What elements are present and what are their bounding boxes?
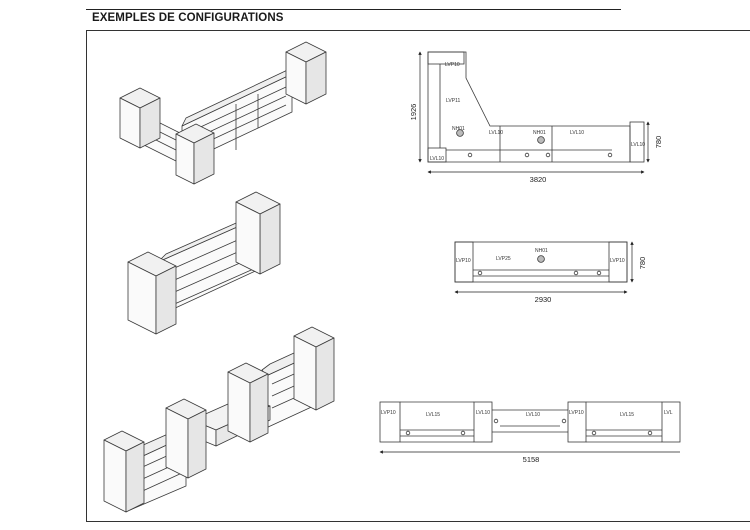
plan1-label-nh01-a: NH01 — [452, 126, 465, 132]
plan2-dim-height-right: 780 — [638, 257, 647, 270]
plan1-dim-width: 3820 — [530, 175, 547, 184]
plan3-label-lvp10-b: LVP10 — [569, 410, 584, 416]
iso-view-straight-counter — [127, 191, 281, 335]
plan3-label-lvl15-b: LVL15 — [620, 412, 634, 418]
plan1-dimension-lines — [418, 51, 650, 174]
plan2-dimension-lines — [454, 241, 634, 294]
plan-view-2 — [454, 241, 628, 283]
plan1-label-lvp10: LVP10 — [445, 62, 460, 68]
plan2-label-lvp25: LVP25 — [496, 256, 511, 262]
plan3-label-lvl: LVL — [664, 410, 673, 416]
top-rule — [86, 9, 621, 10]
plan2-label-nh01: NH01 — [535, 248, 548, 254]
plan3-label-lvl10-b: LVL10 — [526, 412, 540, 418]
plan1-label-lvp11: LVP11 — [446, 98, 460, 104]
iso-view-long-counter — [103, 326, 335, 513]
plan1-label-nh01-b: NH01 — [533, 130, 546, 136]
plan1-label-lvl10-a: LVL10 — [430, 156, 444, 162]
plan1-dim-height-left: 1926 — [409, 104, 418, 121]
plan2-label-lvp10-a: LVP10 — [456, 258, 471, 264]
iso-view-l-counter — [119, 41, 327, 185]
plan-view-3 — [379, 401, 681, 443]
plan3-label-lvl10-a: LVL10 — [476, 410, 490, 416]
plan1-dim-height-right: 780 — [654, 136, 663, 149]
page-title: EXEMPLES DE CONFIGURATIONS — [92, 12, 284, 24]
plan2-label-lvp10-b: LVP10 — [610, 258, 625, 264]
content-frame — [86, 30, 750, 522]
plan1-label-lvl10-b: LVL10 — [489, 130, 503, 136]
plan-view-1 — [427, 51, 645, 163]
plan3-label-lvp10-a: LVP10 — [381, 410, 396, 416]
plan1-label-lvl10-d: LVL10 — [631, 142, 645, 148]
plan3-dim-width: 5158 — [523, 455, 540, 464]
plan2-dim-width: 2930 — [535, 295, 552, 304]
plan1-label-lvl10-c: LVL10 — [570, 130, 584, 136]
plan3-label-lvl15-a: LVL15 — [426, 412, 440, 418]
